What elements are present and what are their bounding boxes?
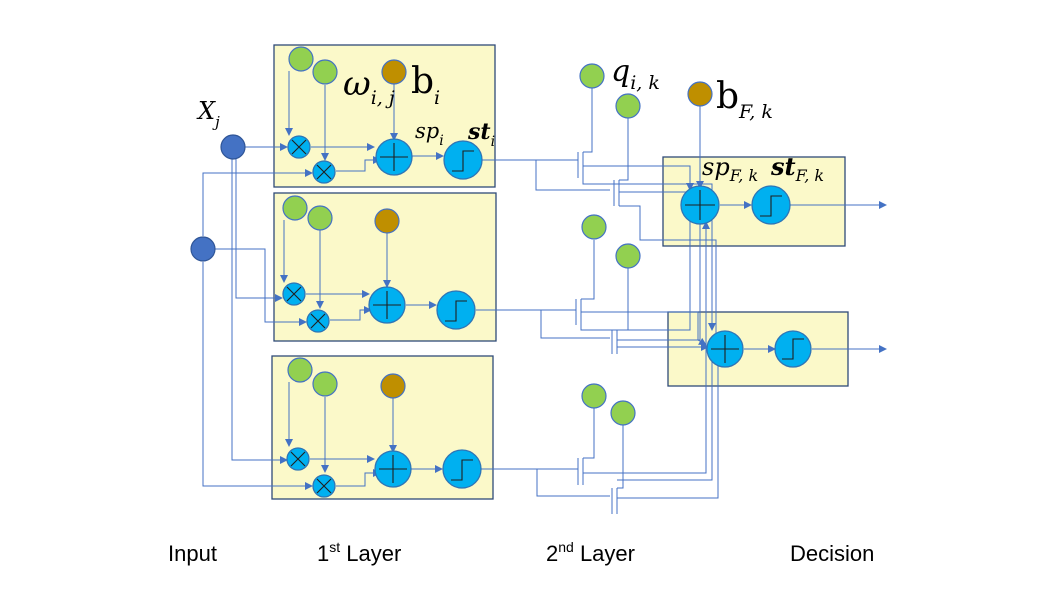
input-label: Input: [168, 541, 217, 566]
bias-symbol: bi: [411, 61, 440, 109]
sum-icon: [375, 138, 413, 176]
bias-node: [380, 373, 406, 399]
step-function-icon: [443, 140, 483, 180]
weight-node: [282, 195, 308, 221]
sum-icon: [368, 286, 406, 324]
decision-sp-symbol: spF, k: [702, 153, 758, 185]
bias-node: [374, 208, 400, 234]
step-function-icon: [751, 185, 791, 225]
step-function-icon: [442, 449, 482, 489]
st-symbol: sti: [467, 119, 495, 150]
decision-label: Decision: [790, 541, 874, 566]
decision-bias-symbol: bF, k: [716, 76, 773, 123]
multiply-nodes: [282, 135, 336, 498]
sum-icon: [374, 450, 412, 488]
q-weight-node: [579, 63, 605, 89]
multiply-icon: [306, 309, 330, 333]
sum-nodes: [368, 138, 744, 488]
decision-st-symbol: stF, k: [770, 152, 824, 185]
q-weight-node: [581, 383, 607, 409]
multiply-icon: [312, 474, 336, 498]
decision-bias-node: [687, 81, 713, 107]
weight-node: [287, 357, 313, 383]
sum-icon: [680, 185, 720, 225]
input-node-2: [190, 236, 216, 262]
multiply-icon: [282, 282, 306, 306]
step-nodes: [436, 140, 812, 489]
q-symbol: qi, k: [611, 54, 660, 94]
sp-symbol: spi: [415, 119, 444, 149]
layer1-label: 1st Layer: [317, 539, 401, 566]
layer2-label: 2nd Layer: [546, 539, 635, 566]
step-function-icon: [774, 330, 812, 368]
weight-nodes: [282, 46, 641, 426]
bias-node: [381, 59, 407, 85]
sum-icon: [706, 330, 744, 368]
multiply-icon: [312, 160, 336, 184]
weight-symbol: ωi, j: [343, 64, 395, 109]
weight-node: [312, 371, 338, 397]
multiply-icon: [286, 447, 310, 471]
input-symbol: Xj: [196, 97, 220, 131]
weight-node: [312, 59, 338, 85]
q-weight-node: [581, 214, 607, 240]
weight-node: [288, 46, 314, 72]
bias-nodes: [374, 59, 713, 399]
connection-wires: [202, 71, 887, 514]
step-function-icon: [436, 290, 476, 330]
q-weight-node: [610, 400, 636, 426]
input-node-1: [220, 134, 246, 160]
q-weight-node: [615, 243, 641, 269]
multiply-icon: [287, 135, 311, 159]
q-weight-node: [615, 93, 641, 119]
weight-node: [307, 205, 333, 231]
